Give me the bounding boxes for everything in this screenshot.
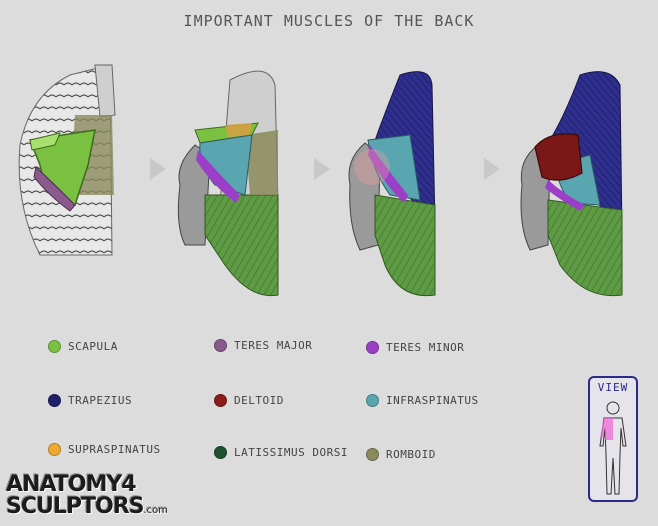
legend-dot xyxy=(366,394,379,407)
legend-dot xyxy=(48,443,61,456)
legend-label: DELTOID xyxy=(234,394,284,407)
legend-label: ROMBOID xyxy=(386,448,436,461)
legend-label: TERES MAJOR xyxy=(234,339,313,352)
legend-label: SUPRASPINATUS xyxy=(68,443,161,456)
figure-stage-4 xyxy=(520,71,623,297)
figure-stage-3 xyxy=(348,71,436,297)
legend-label: TERES MINOR xyxy=(386,341,465,354)
illustration-stage xyxy=(18,64,623,297)
legend-item-teres-major: TERES MAJOR xyxy=(214,339,312,352)
legend-label: TRAPEZIUS xyxy=(68,394,133,407)
legend-item-romboid: ROMBOID xyxy=(366,448,436,461)
arrow-3 xyxy=(484,158,500,180)
brand-logo: ANATOMY4 SCULPTORS.com xyxy=(6,474,168,522)
body-silhouette-icon xyxy=(599,401,627,495)
legend-item-deltoid: DELTOID xyxy=(214,394,284,407)
figure-skeleton xyxy=(18,64,116,256)
view-label: VIEW xyxy=(597,381,629,394)
legend-item-scapula: SCAPULA xyxy=(48,340,118,353)
logo-line-1: ANATOMY4 xyxy=(6,472,137,497)
legend-dot xyxy=(48,340,61,353)
legend-item-infraspinatus: INFRASPINATUS xyxy=(366,394,479,407)
view-indicator: VIEW xyxy=(588,376,638,502)
legend-label: SCAPULA xyxy=(68,340,118,353)
page-title: IMPORTANT MUSCLES OF THE BACK xyxy=(183,12,475,30)
legend-dot xyxy=(48,394,61,407)
logo-line-2: SCULPTORS xyxy=(6,494,144,519)
figure-stage-2 xyxy=(177,70,279,297)
legend-dot xyxy=(214,446,227,459)
arrow-2 xyxy=(314,158,330,180)
legend-item-trapezius: TRAPEZIUS xyxy=(48,394,132,407)
legend-dot xyxy=(214,394,227,407)
logo-suffix: .com xyxy=(143,505,169,516)
legend-item-teres-minor: TERES MINOR xyxy=(366,341,464,354)
legend-label: INFRASPINATUS xyxy=(386,394,479,407)
legend-item-latissimus-dorsi: LATISSIMUS DORSI xyxy=(214,446,348,459)
legend-item-supraspinatus: SUPRASPINATUS xyxy=(48,443,161,456)
legend-label: LATISSIMUS DORSI xyxy=(234,446,348,459)
legend-dot xyxy=(214,339,227,352)
legend-dot xyxy=(366,341,379,354)
arrow-1 xyxy=(150,158,166,180)
legend-dot xyxy=(366,448,379,461)
